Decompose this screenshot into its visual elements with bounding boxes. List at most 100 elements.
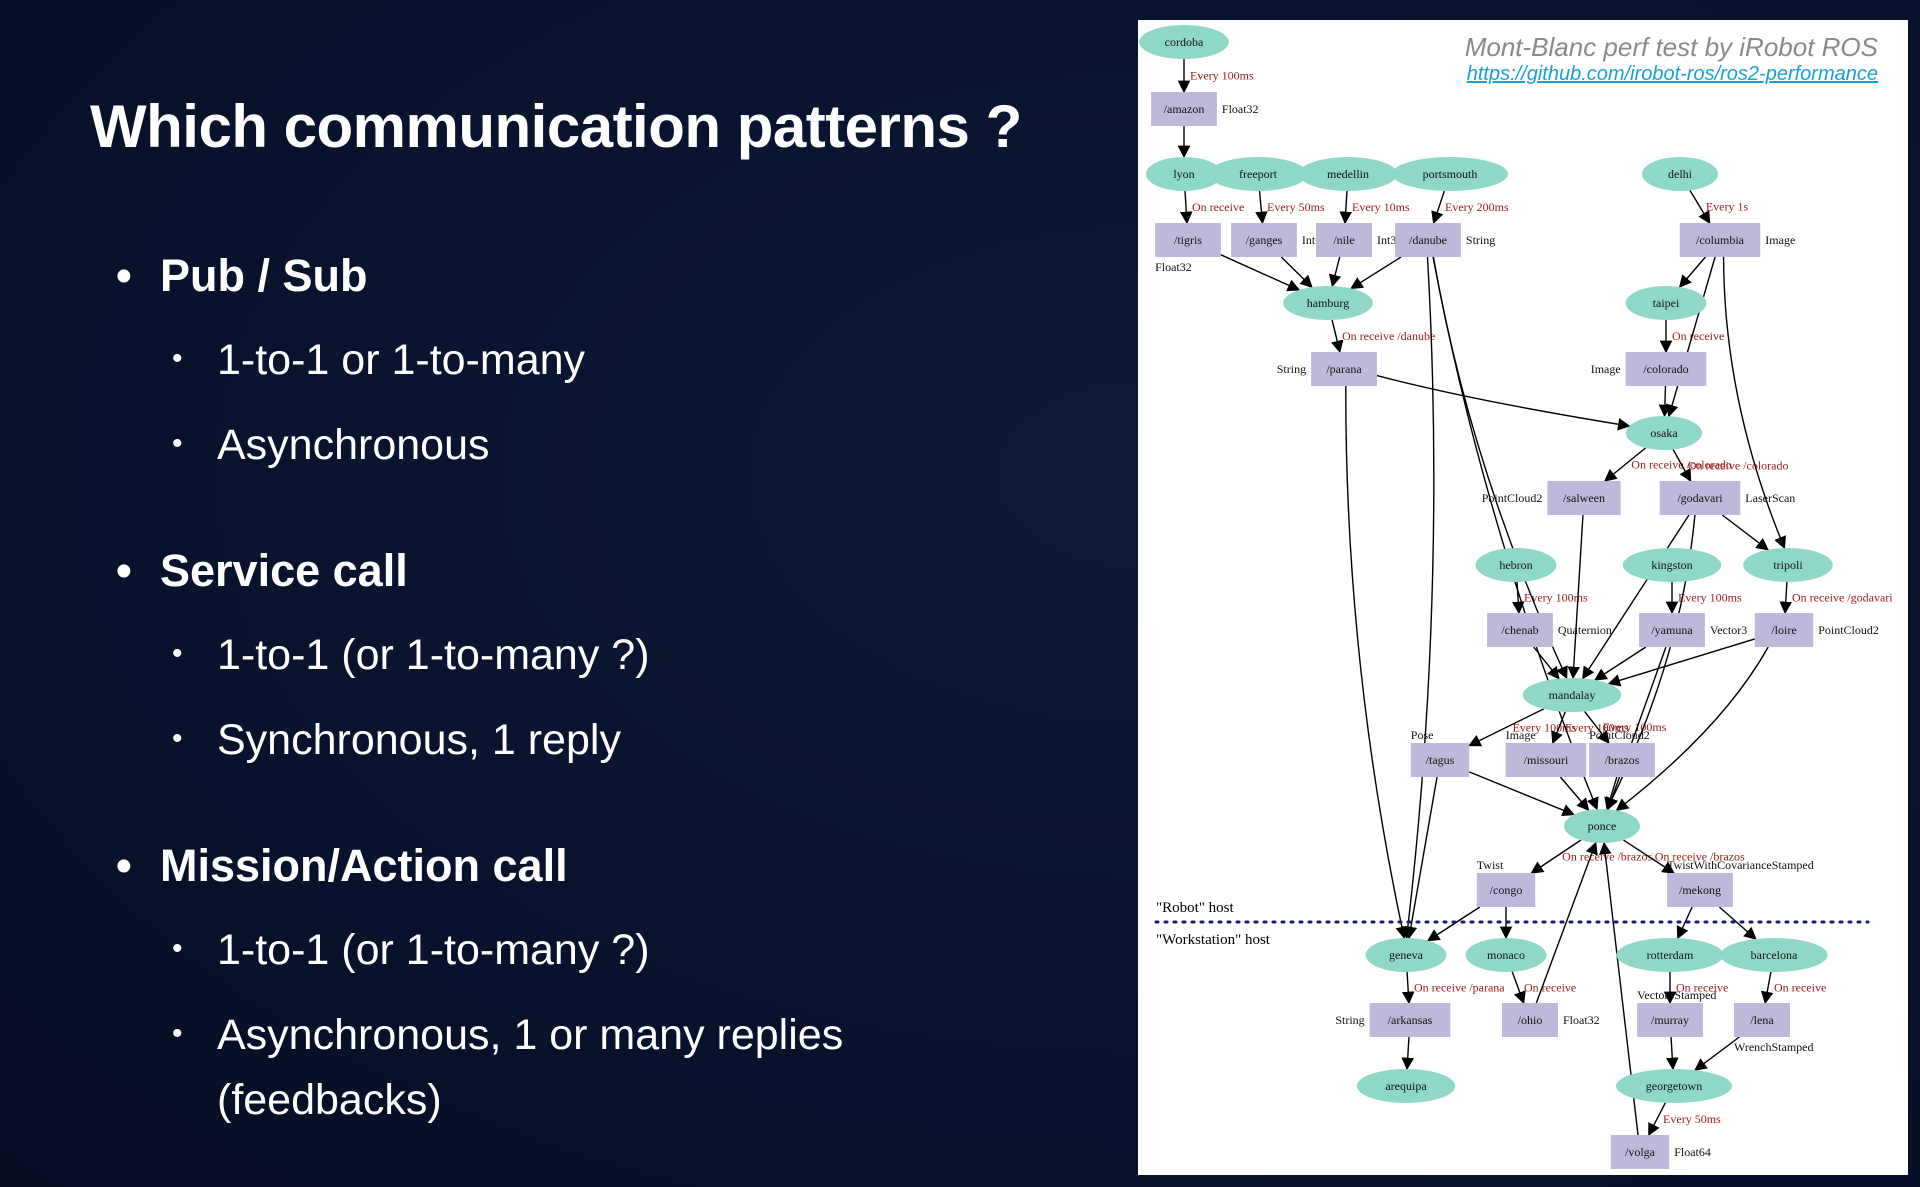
topic-label: /tigris <box>1174 233 1202 247</box>
edge-columbia-osaka <box>1666 256 1716 418</box>
graph-topic-colorado: /colorado Image <box>1591 352 1707 386</box>
topic-type-label: PointCloud2 <box>1818 623 1879 637</box>
edge-label: Every 50ms <box>1267 200 1325 214</box>
edge-yamuna-mandalay <box>1594 646 1647 681</box>
edge-parana-geneva <box>1345 385 1408 940</box>
edge-freeport-ganges <box>1255 190 1268 225</box>
topic-box <box>1369 1003 1451 1037</box>
graph-node-ponce: ponce <box>1564 809 1640 843</box>
node-ellipse <box>1743 548 1833 582</box>
node-ellipse <box>1564 809 1640 843</box>
edge-salween-mandalay <box>1567 514 1584 680</box>
topic-label: /missouri <box>1524 753 1569 767</box>
edge-loire-mandalay <box>1607 638 1756 687</box>
node-ellipse <box>1465 938 1547 972</box>
edge-label: On receive <box>1774 980 1826 994</box>
topic-box <box>1155 223 1221 257</box>
slide-title: Which communication patterns ? <box>90 93 1022 160</box>
edge-godavari-tripoli <box>1721 514 1770 551</box>
topic-label: /amazon <box>1164 102 1205 116</box>
graph-node-delhi: delhi <box>1642 157 1718 191</box>
topic-type-label: Float32 <box>1222 102 1259 116</box>
topic-type-label: Image <box>1591 362 1621 376</box>
topic-label: /salween <box>1563 491 1605 505</box>
topic-label: /danube <box>1409 233 1447 247</box>
topic-label: /parana <box>1326 362 1362 376</box>
credit-link[interactable]: https://github.com/irobot-ros/ros2-perfo… <box>1466 63 1878 85</box>
edge-colorado-osaka <box>1658 385 1672 418</box>
edge-label: Every 50ms <box>1663 1112 1721 1126</box>
node-label: geneva <box>1389 948 1424 962</box>
topic-type-label: String <box>1466 233 1495 247</box>
graph-node-freeport: freeport <box>1208 157 1308 191</box>
topic-box <box>1754 613 1814 647</box>
graph-node-taipei: taipei <box>1625 286 1707 320</box>
bullet-pubsub-item: •1-to-1 or 1-to-many <box>172 336 586 384</box>
edge-osaka-godavari <box>1672 449 1692 483</box>
topic-type-label: PointCloud2 <box>1589 728 1650 742</box>
bullet-service: Service call <box>116 545 408 597</box>
edge-label: Every 100ms <box>1190 69 1254 83</box>
edge-missouri-ponce <box>1559 776 1590 812</box>
workstation-host-label: "Workstation" host <box>1156 932 1271 948</box>
edge-barcelona-lena <box>1761 971 1774 1005</box>
topic-label: /loire <box>1771 623 1796 637</box>
edge-georgetown-volga <box>1648 1102 1666 1137</box>
graph-node-rotterdam: rotterdam <box>1616 938 1724 972</box>
topic-box <box>1639 613 1705 647</box>
topic-label: /lena <box>1750 1013 1774 1027</box>
node-ellipse <box>1298 157 1398 191</box>
topic-label: /colorado <box>1643 362 1688 376</box>
edge-parana-osaka <box>1376 374 1631 431</box>
edge-monaco-ohio <box>1511 971 1526 1005</box>
robot-host-label: "Robot" host <box>1156 900 1235 916</box>
edge-lyon-tigris <box>1179 190 1193 225</box>
topic-box <box>1589 743 1655 777</box>
topic-box <box>1659 481 1741 515</box>
topic-type-label: LaserScan <box>1745 491 1795 505</box>
node-label: lyon <box>1173 167 1194 181</box>
topic-type-label: PointCloud2 <box>1482 491 1543 505</box>
graph-topic-salween: /salween PointCloud2 <box>1482 481 1621 515</box>
topic-box <box>1505 743 1587 777</box>
topic-box <box>1476 873 1536 907</box>
edge-label: On receive /brazos <box>1562 850 1652 864</box>
node-ellipse <box>1365 938 1447 972</box>
edge-label: On receive <box>1676 981 1728 995</box>
topic-box <box>1547 481 1621 515</box>
graph-node-georgetown: georgetown <box>1616 1069 1732 1103</box>
topic-label: /murray <box>1651 1013 1689 1027</box>
node-label: ponce <box>1588 819 1617 833</box>
edge-danube-hamburg <box>1350 256 1402 290</box>
node-label: monaco <box>1487 948 1525 962</box>
edge-osaka-salween <box>1603 447 1647 482</box>
topic-label: /yamuna <box>1651 623 1693 637</box>
bullet-action-item: •Asynchronous, 1 or many replies <box>172 1011 844 1059</box>
edge-label: On receive <box>1672 329 1724 343</box>
topic-type-label: Image <box>1765 233 1795 247</box>
graph-topic-brazos: /brazos PointCloud2 <box>1589 728 1655 777</box>
edge-label: On receive <box>1192 200 1244 214</box>
edge-medellin-nile <box>1339 190 1353 225</box>
topic-box <box>1395 223 1461 257</box>
graph-node-tripoli: tripoli <box>1743 548 1833 582</box>
edge-ponce-congo <box>1530 839 1582 874</box>
node-ellipse <box>1146 157 1222 191</box>
graph-node-kingston: kingston <box>1622 548 1722 582</box>
edge-label: Every 200ms <box>1445 200 1509 214</box>
graph-node-geneva: geneva <box>1365 938 1447 972</box>
topic-label: /brazos <box>1605 753 1640 767</box>
graph-node-hamburg: hamburg <box>1283 286 1373 320</box>
edge-tigris-hamburg <box>1220 254 1301 292</box>
graph-node-barcelona: barcelona <box>1720 938 1828 972</box>
edge-mandalay-brazos <box>1584 711 1610 744</box>
topic-box <box>1231 223 1297 257</box>
topic-label: /arkansas <box>1388 1013 1433 1027</box>
